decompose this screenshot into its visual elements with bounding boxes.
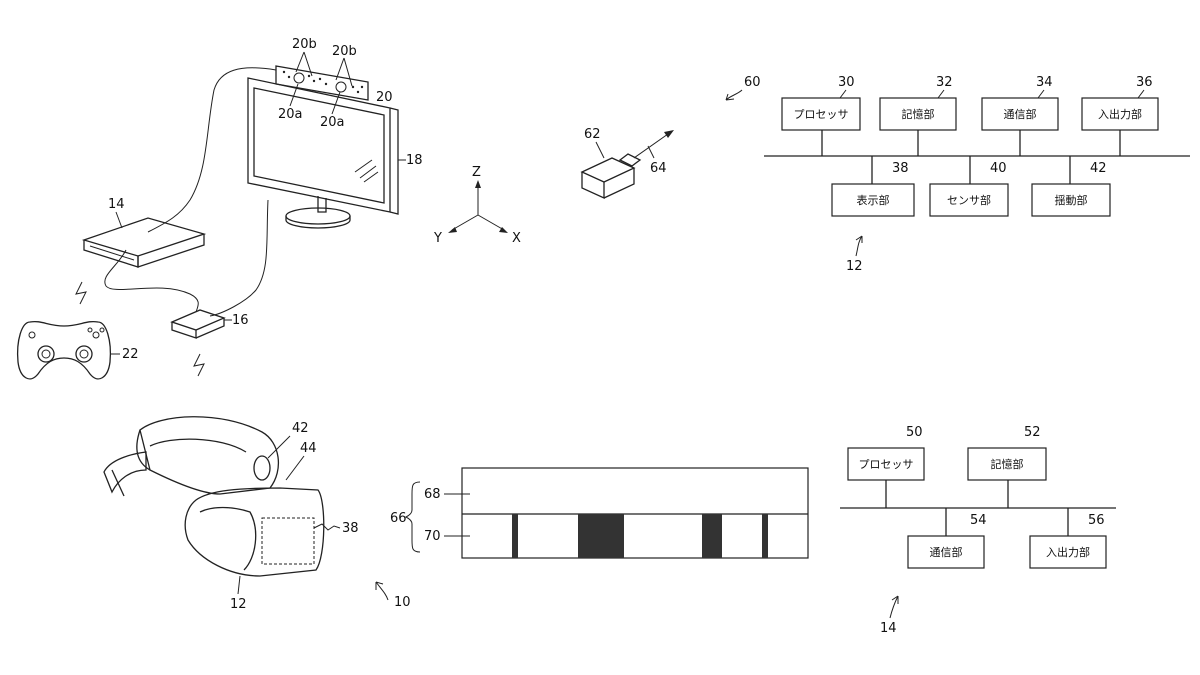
ref-controller: 22 bbox=[122, 347, 139, 362]
leader-60 bbox=[725, 89, 743, 101]
fig3-storage-label: 記憶部 bbox=[902, 107, 935, 121]
fig3-ref-storage: 32 bbox=[936, 75, 953, 90]
ref-upper-region: 68 bbox=[424, 487, 441, 502]
figure-5-image-strip: 68 70 66 bbox=[390, 467, 809, 559]
axis-x-label: X bbox=[512, 231, 521, 246]
strip-dark-band-3 bbox=[702, 514, 722, 558]
fig3-ref-processor: 30 bbox=[838, 75, 855, 90]
fig3-block-display bbox=[831, 183, 915, 217]
fig3-ref-communication: 34 bbox=[1036, 75, 1053, 90]
ref-60: 60 bbox=[744, 75, 761, 90]
ref-hmd-body: 44 bbox=[300, 441, 317, 456]
ref-hmd: 12 bbox=[230, 597, 247, 612]
game-console bbox=[81, 217, 207, 268]
fig4-system-ref: 14 bbox=[880, 621, 897, 636]
fig3-display-label: 表示部 bbox=[857, 193, 890, 207]
leader-console bbox=[115, 211, 123, 229]
fig3-processor-label: プロセッサ bbox=[794, 108, 849, 121]
ref-camera-lens-2: 20a bbox=[320, 115, 345, 130]
fig3-ref-display: 38 bbox=[892, 161, 909, 176]
ref-hmd-vibration: 42 bbox=[292, 421, 309, 436]
axis-y-label: Y bbox=[433, 231, 442, 246]
coordinate-axes: Z Y X bbox=[433, 165, 521, 246]
ref-relay: 16 bbox=[232, 313, 249, 328]
leader-hmd bbox=[237, 575, 241, 595]
fig3-block-processor bbox=[781, 97, 861, 131]
fig4-processor-label: プロセッサ bbox=[859, 458, 914, 471]
ref-camera-mic-2: 20b bbox=[332, 44, 357, 59]
fig3-top-leaders bbox=[839, 89, 1145, 99]
wireless-link-console bbox=[75, 281, 87, 305]
strip-dark-band-4 bbox=[762, 514, 768, 558]
leader-object bbox=[595, 141, 605, 159]
ref-camera-unit: 20 bbox=[376, 90, 393, 105]
fig3-ref-sensor: 40 bbox=[990, 161, 1007, 176]
fig4-block-communication bbox=[907, 535, 985, 569]
ref-camera-mic-1: 20b bbox=[292, 37, 317, 52]
fig4-block-processor bbox=[847, 447, 925, 481]
ref-camera-lens-1: 20a bbox=[278, 107, 303, 122]
ref-system: 10 bbox=[394, 595, 411, 610]
leader-vector bbox=[647, 145, 655, 159]
leader-system bbox=[375, 581, 389, 601]
ref-object: 62 bbox=[584, 127, 601, 142]
ref-console: 14 bbox=[108, 197, 125, 212]
fig3-ref-vibration: 42 bbox=[1090, 161, 1107, 176]
fig3-block-sensor bbox=[929, 183, 1009, 217]
figure-2-object: 62 64 60 bbox=[580, 75, 761, 200]
fig3-block-vibration bbox=[1031, 183, 1111, 217]
ref-hmd-display: 38 bbox=[342, 521, 359, 536]
leader-hmd-body bbox=[285, 455, 305, 481]
fig4-ref-io: 56 bbox=[1088, 513, 1105, 528]
figure-3-hmd-blocks: プロセッサ 記憶部 通信部 入出力部 30 32 34 36 表示部 センサ部 … bbox=[764, 75, 1190, 274]
fig4-io-label: 入出力部 bbox=[1046, 545, 1090, 559]
ref-lower-region: 70 bbox=[424, 529, 441, 544]
leader-camera-lens bbox=[289, 83, 341, 115]
fig4-block-storage bbox=[967, 447, 1047, 481]
fig3-sensor-label: センサ部 bbox=[947, 193, 991, 207]
fig3-system-leader bbox=[855, 235, 863, 257]
wireless-link-hmd bbox=[193, 353, 205, 377]
fig4-storage-label: 記憶部 bbox=[991, 457, 1024, 471]
ref-vector: 64 bbox=[650, 161, 667, 176]
leader-camera-mic-1 bbox=[295, 51, 313, 77]
fig3-block-storage bbox=[879, 97, 957, 131]
ref-display: 18 bbox=[406, 153, 423, 168]
leader-hmd-display bbox=[313, 523, 341, 531]
leader-camera-mic-2 bbox=[335, 57, 353, 87]
axis-z-label: Z bbox=[472, 165, 481, 180]
fig4-system-leader bbox=[889, 595, 899, 619]
strip-outline bbox=[461, 467, 809, 559]
cables bbox=[104, 67, 277, 317]
strip-dark-band-2 bbox=[578, 514, 624, 558]
strip-group-brace bbox=[404, 481, 421, 553]
fig3-communication-label: 通信部 bbox=[1004, 107, 1037, 121]
ref-strip-group: 66 bbox=[390, 511, 407, 526]
fig3-ref-io: 36 bbox=[1136, 75, 1153, 90]
fig3-vibration-label: 揺動部 bbox=[1055, 193, 1088, 207]
fig4-ref-processor: 50 bbox=[906, 425, 923, 440]
head-mounted-display bbox=[103, 416, 325, 577]
fig3-block-io bbox=[1081, 97, 1159, 131]
figure-4-console-blocks: プロセッサ 記憶部 50 52 通信部 入出力部 54 56 14 bbox=[840, 425, 1116, 636]
leader-hmd-vibration bbox=[267, 435, 291, 459]
relay-device bbox=[170, 309, 226, 339]
fig3-io-label: 入出力部 bbox=[1098, 107, 1142, 121]
fig4-ref-communication: 54 bbox=[970, 513, 987, 528]
controller bbox=[16, 320, 112, 380]
fig4-communication-label: 通信部 bbox=[930, 545, 963, 559]
fig4-ref-storage: 52 bbox=[1024, 425, 1041, 440]
display-device bbox=[247, 77, 399, 229]
fig3-block-communication bbox=[981, 97, 1059, 131]
figure-1-system: Z Y X 20b 20b 20 20a 20a 18 14 16 22 42 … bbox=[16, 37, 521, 612]
strip-dark-band-1 bbox=[512, 514, 518, 558]
fig4-block-io bbox=[1029, 535, 1107, 569]
fig3-system-ref: 12 bbox=[846, 259, 863, 274]
